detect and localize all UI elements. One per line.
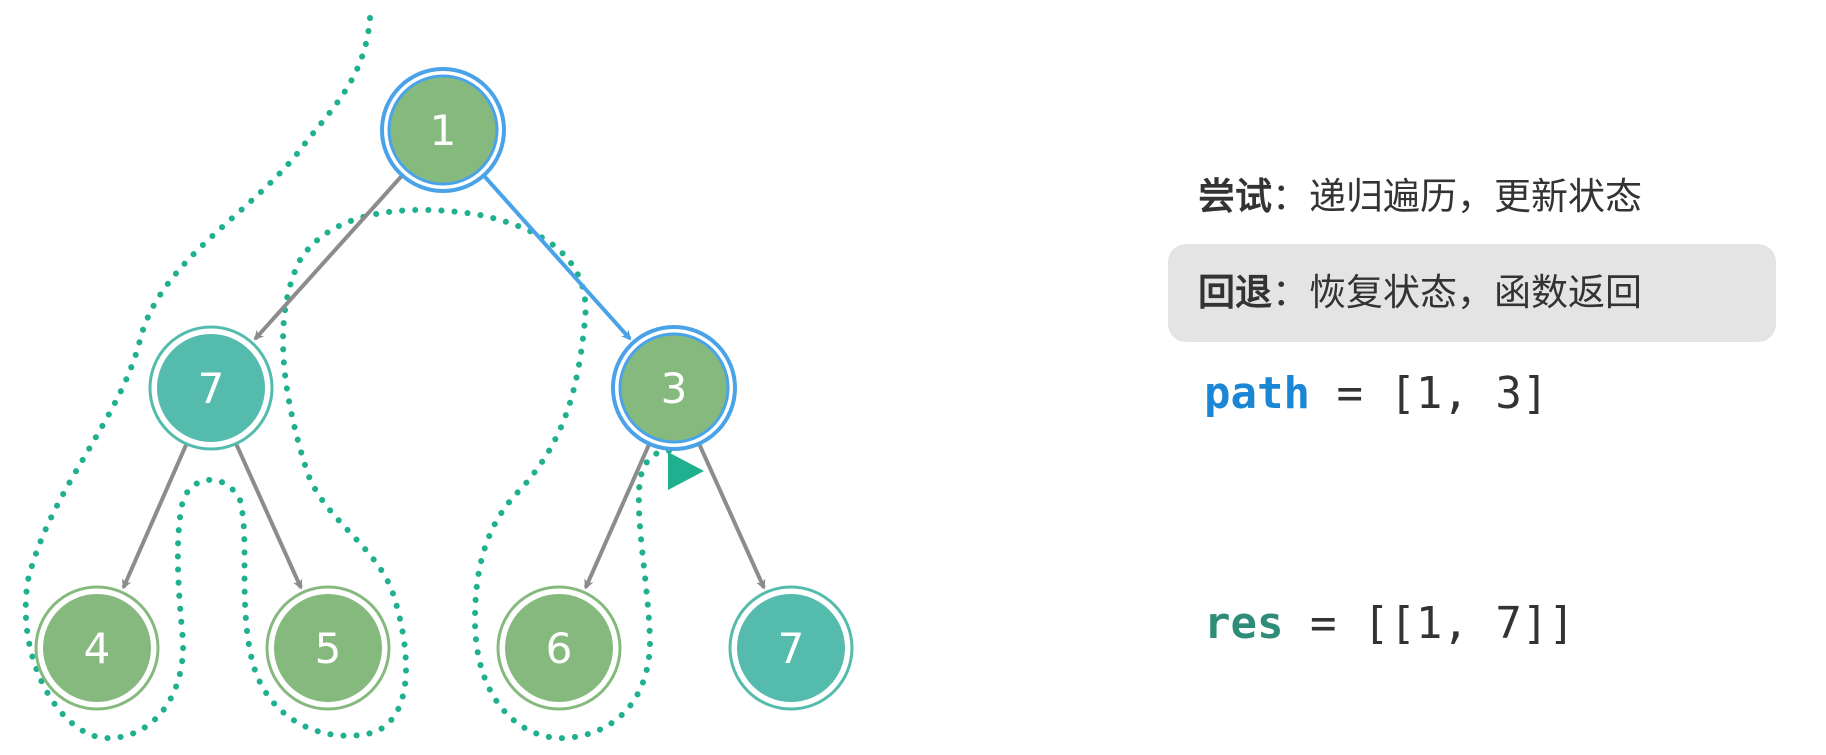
- tree-edge-n1-n2: [253, 174, 404, 341]
- legend-backtrack-label: 回退: [1198, 271, 1272, 314]
- tree-edge-n2-n4: [121, 443, 188, 590]
- node-circle: [737, 594, 845, 702]
- path-state-line: path = [1, 3]: [1204, 368, 1548, 419]
- path-value: = [1, 3]: [1309, 368, 1549, 419]
- res-variable: res: [1204, 598, 1284, 649]
- node-value: 1: [430, 106, 457, 155]
- tree-node-n4: 4: [34, 585, 160, 711]
- tree-edge-n2-n5: [234, 443, 303, 590]
- legend-try: 尝试：递归遍历，更新状态: [1198, 166, 1642, 220]
- path-variable: path: [1204, 368, 1310, 419]
- res-value: = [[1, 7]]: [1283, 598, 1575, 649]
- tree-edge-n1-n3: [482, 174, 632, 341]
- tree-edge-n3-n6: [583, 443, 651, 590]
- current-pointer-icon: [668, 452, 704, 490]
- legend-backtrack: 回退：恢复状态，函数返回: [1168, 244, 1776, 342]
- node-circle: [157, 334, 265, 442]
- tree-node-n6: 6: [496, 585, 622, 711]
- node-circle: [618, 332, 730, 444]
- legend-backtrack-text: ：恢复状态，函数返回: [1272, 271, 1642, 314]
- tree-node-n3: 3: [611, 325, 737, 451]
- res-state-line: res = [[1, 7]]: [1204, 598, 1575, 649]
- node-circle: [387, 74, 499, 186]
- node-circle: [505, 594, 613, 702]
- node-value: 7: [198, 364, 225, 413]
- traversal-dotted-path: [22, 15, 678, 742]
- legend-try-text: ：递归遍历，更新状态: [1272, 175, 1642, 218]
- tree-node-n1: 1: [380, 67, 506, 193]
- node-value: 3: [661, 364, 688, 413]
- node-value: 4: [84, 624, 111, 673]
- node-value: 7: [778, 624, 805, 673]
- node-circle: [274, 594, 382, 702]
- node-value: 6: [546, 624, 573, 673]
- tree-node-n5: 5: [265, 585, 391, 711]
- legend-try-label: 尝试: [1198, 175, 1272, 218]
- tree-node-n2: 7: [148, 325, 274, 451]
- tree-edge-n3-n7: [697, 443, 766, 590]
- node-circle: [43, 594, 151, 702]
- tree-node-n7: 7: [728, 585, 854, 711]
- node-value: 5: [315, 624, 342, 673]
